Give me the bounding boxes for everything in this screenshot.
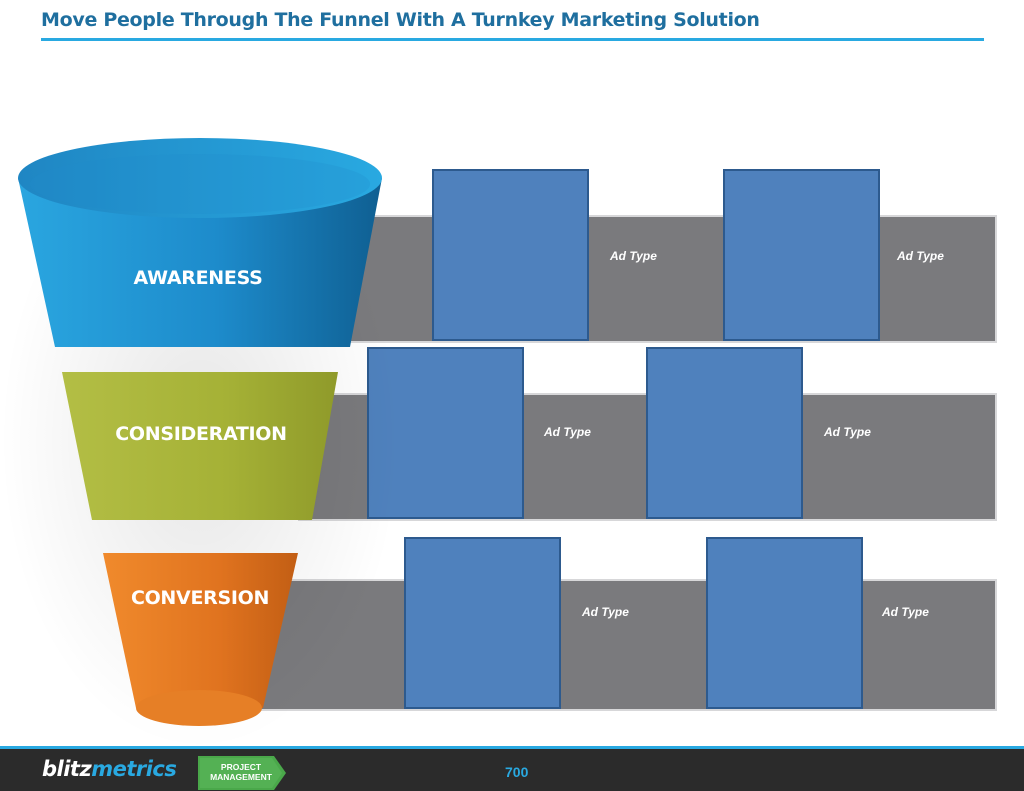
- awareness-ad-box-1: [432, 169, 589, 341]
- conversion-label: CONVERSION: [130, 587, 270, 609]
- page-number: 700: [505, 764, 529, 780]
- awareness-label: AWARENESS: [133, 267, 263, 289]
- conversion-ad-label-2: Ad Type: [882, 605, 929, 619]
- awareness-funnel-segment: [18, 138, 382, 347]
- consideration-funnel-segment: [62, 372, 338, 520]
- conversion-ad-box-2: [706, 537, 863, 709]
- awareness-ad-label-1: Ad Type: [610, 249, 657, 263]
- consideration-ad-label-2: Ad Type: [824, 425, 871, 439]
- project-management-badge: [198, 756, 286, 790]
- funnel-graphic: [0, 130, 400, 746]
- conversion-funnel-segment: [103, 553, 298, 726]
- conversion-band: [255, 581, 995, 709]
- consideration-ad-label-1: Ad Type: [544, 425, 591, 439]
- project-management-text: PROJECT MANAGEMENT: [210, 762, 272, 782]
- awareness-ad-label-2: Ad Type: [897, 249, 944, 263]
- awareness-ad-box-2: [723, 169, 880, 341]
- consideration-ad-box-2: [646, 347, 803, 519]
- title-underline: [41, 38, 984, 41]
- blitzmetrics-logo: blitzmetrics: [42, 757, 177, 781]
- consideration-label: CONSIDERATION: [115, 423, 287, 445]
- footer-bar: blitzmetrics PROJECT MANAGEMENT 700: [0, 746, 1024, 791]
- conversion-ad-label-1: Ad Type: [582, 605, 629, 619]
- conversion-ad-box-1: [404, 537, 561, 709]
- slide-title: Move People Through The Funnel With A Tu…: [41, 9, 760, 31]
